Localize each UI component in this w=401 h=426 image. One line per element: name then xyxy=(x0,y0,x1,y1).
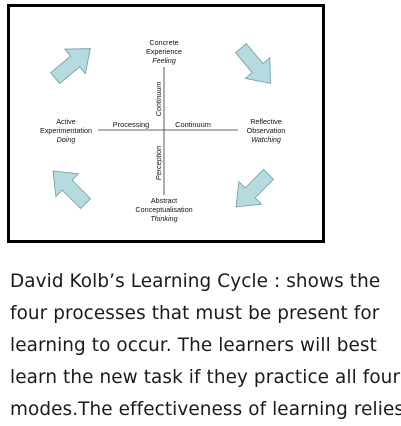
left-title-line1: Active xyxy=(56,117,76,126)
bottom-title-line1: Abstract xyxy=(151,196,177,205)
continuum-horizontal-label: Continuum xyxy=(175,120,211,129)
top-title-line2: Experience xyxy=(146,47,182,56)
continuum-vertical-label: Continuum xyxy=(154,82,163,117)
bottom-title-line2: Conceptualisation xyxy=(135,205,192,214)
kolb-cycle-diagram: Concrete Experience Feeling Abstract Con… xyxy=(7,4,325,243)
arrow-top-right-icon xyxy=(234,43,271,84)
perception-label: Perception xyxy=(154,146,163,180)
arrow-bottom-left-icon xyxy=(52,170,92,210)
arrow-top-left-icon xyxy=(50,48,91,85)
caption-paragraph: David Kolb’s Learning Cycle : shows the … xyxy=(10,271,401,420)
top-title-line1: Concrete xyxy=(149,38,178,47)
diagram-canvas: Concrete Experience Feeling Abstract Con… xyxy=(40,38,286,223)
left-title-line2: Experimentation xyxy=(40,126,92,135)
processing-label: Processing xyxy=(113,120,150,129)
right-title-line2: Observation xyxy=(247,126,286,135)
left-subtitle: Doing xyxy=(57,135,76,144)
bottom-subtitle: Thinking xyxy=(150,214,177,223)
arrow-bottom-right-icon xyxy=(235,168,275,208)
right-subtitle: Watching xyxy=(251,135,281,144)
right-title-line1: Reflective xyxy=(250,117,282,126)
top-subtitle: Feeling xyxy=(152,56,176,65)
